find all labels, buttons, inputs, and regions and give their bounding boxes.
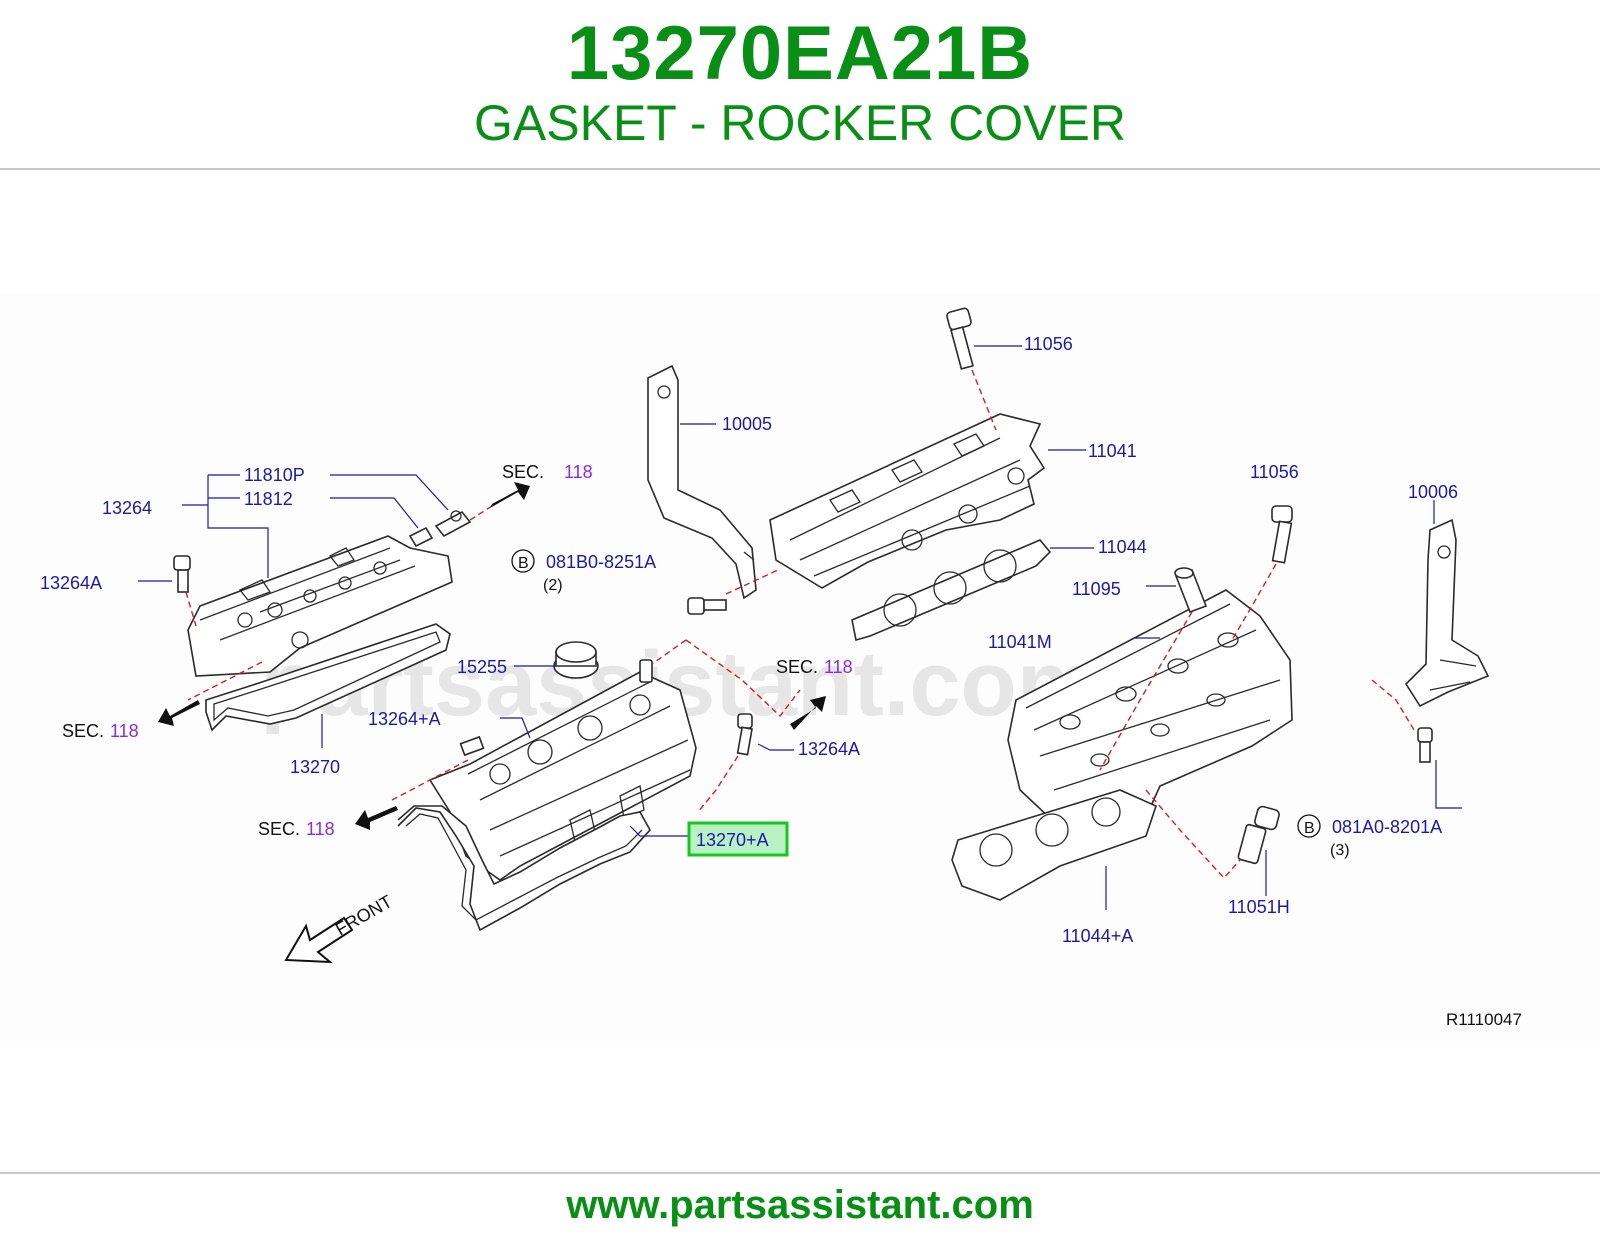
callout-081a0-8201a[interactable]: 081A0-8201A — [1332, 817, 1442, 837]
b-badge-right — [1297, 814, 1321, 838]
dowel-11095 — [1174, 567, 1208, 614]
sec-arrow-lower-left-1 — [158, 700, 200, 726]
figure-id: R1110047 — [1446, 1010, 1522, 1029]
sec-label-mid: SEC. — [776, 657, 818, 677]
front-arrow-icon — [284, 916, 354, 964]
b-badge-left — [511, 549, 535, 573]
callout-13270[interactable]: 13270 — [290, 757, 340, 777]
callout-081a0-qty: (3) — [1330, 842, 1350, 859]
b-badge-left-text: B — [518, 555, 529, 572]
callout-11044[interactable]: 11044 — [1098, 537, 1147, 557]
head-gasket-11044-plus-a — [951, 789, 1157, 901]
callout-11051h[interactable]: 11051H — [1228, 897, 1290, 917]
bolt-13264a-mid — [736, 713, 753, 756]
callout-11810p[interactable]: 11810P — [244, 465, 305, 485]
callout-11041[interactable]: 11041 — [1088, 441, 1137, 461]
callout-11041m[interactable]: 11041M — [988, 632, 1052, 652]
header-divider — [0, 168, 1600, 170]
cylinder-head-11041 — [769, 413, 1046, 589]
bolt-11056-top — [946, 307, 974, 370]
sec-label-lower-mid: SEC. — [258, 819, 300, 839]
bolt-081a0-right — [1417, 727, 1433, 763]
pcv-valve-11810p — [408, 510, 472, 548]
sec-arrow-upper-left — [490, 482, 530, 508]
gasket-13270-plus-a — [397, 805, 651, 932]
sec-number-lower-mid[interactable]: 118 — [306, 819, 335, 839]
callout-10006[interactable]: 10006 — [1408, 482, 1458, 502]
callout-11044-plus-a[interactable]: 11044+A — [1062, 926, 1133, 946]
sec-number-upper[interactable]: 118 — [564, 462, 593, 482]
callout-081b0-qty: (2) — [543, 577, 563, 594]
bolt-11056-right — [1271, 505, 1293, 564]
footer-url-link[interactable]: www.partsassistant.com — [566, 1183, 1034, 1227]
cylinder-head-11041m — [1007, 589, 1293, 851]
rocker-cover-upper — [187, 535, 453, 677]
sec-arrow-lower-left-2 — [355, 806, 398, 830]
callout-13264a-left[interactable]: 13264A — [40, 573, 102, 593]
sec-number-mid[interactable]: 118 — [824, 657, 853, 677]
oil-filler-cap-15255 — [553, 641, 599, 679]
callout-11095[interactable]: 11095 — [1072, 579, 1121, 599]
bracket-10006 — [1404, 518, 1490, 708]
bolt-13264a-left — [173, 555, 191, 593]
sec-number-lower-left[interactable]: 118 — [110, 721, 139, 741]
callout-11056-right[interactable]: 11056 — [1250, 462, 1299, 482]
part-name-subtitle: GASKET - ROCKER COVER — [474, 95, 1126, 151]
bolt-10005 — [687, 597, 727, 615]
callout-081b0-8251a[interactable]: 081B0-8251A — [546, 552, 656, 572]
front-label: FRONT — [332, 891, 396, 939]
footer-divider — [0, 1172, 1600, 1174]
sec-arrow-mid — [790, 696, 826, 730]
b-badge-right-text: B — [1304, 820, 1315, 837]
callout-11056-top[interactable]: 11056 — [1024, 334, 1073, 354]
callout-13264a-mid[interactable]: 13264A — [798, 739, 860, 759]
callout-13264[interactable]: 13264 — [102, 498, 152, 518]
sec-label-upper: SEC. — [502, 462, 544, 482]
callout-13270-plus-a-highlighted[interactable]: 13270+A — [696, 830, 769, 850]
callout-10005[interactable]: 10005 — [722, 414, 772, 434]
gasket-13270 — [205, 623, 451, 732]
head-gasket-11044 — [851, 539, 1052, 642]
page-header: 13270EA21B GASKET - ROCKER COVER — [0, 0, 1600, 170]
bolt-11051h — [1237, 805, 1280, 865]
highlight-box — [687, 821, 789, 857]
callout-15255[interactable]: 15255 — [457, 657, 507, 677]
callout-11812[interactable]: 11812 — [244, 489, 293, 509]
part-number-title: 13270EA21B — [566, 11, 1034, 96]
callout-13264-plus-a[interactable]: 13264+A — [368, 709, 441, 729]
sec-label-lower-left: SEC. — [62, 721, 104, 741]
bracket-10005 — [647, 364, 757, 600]
